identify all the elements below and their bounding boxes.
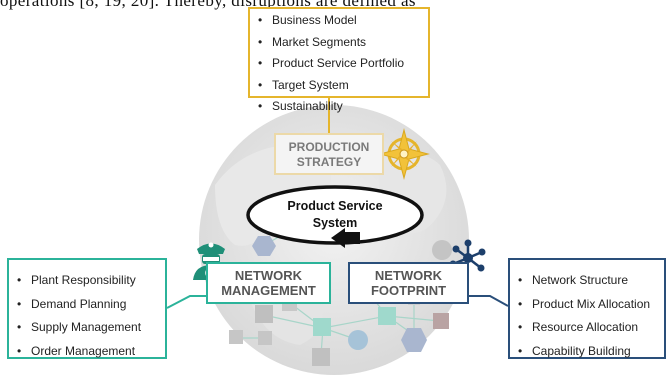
list-item: Supply Management	[15, 316, 165, 340]
management-connector	[166, 295, 206, 309]
background-body-text: operations [8, 19, 20]. Thereby, disrupt…	[0, 0, 416, 10]
production-strategy-list-box: Business Model Market Segments Product S…	[248, 7, 430, 113]
network-management-list-box: Plant Responsibility Demand Planning Sup…	[7, 258, 167, 359]
list-item: Sustainability	[256, 96, 428, 118]
list-item: Capability Building	[516, 340, 664, 364]
production-strategy-label: PRODUCTION STRATEGY	[274, 133, 384, 175]
product-service-system-label: Product Service System	[287, 199, 383, 230]
list-item: Product Service Portfolio	[256, 53, 428, 75]
network-management-label: NETWORK MANAGEMENT	[206, 262, 331, 304]
product-service-system-ellipse	[246, 185, 424, 248]
list-item: Network Structure	[516, 269, 664, 293]
list-item: Product Mix Allocation	[516, 293, 664, 317]
list-item: Resource Allocation	[516, 316, 664, 340]
list-item: Order Management	[15, 340, 165, 364]
list-item: Demand Planning	[15, 293, 165, 317]
footprint-connector	[469, 295, 509, 307]
compass-icon	[378, 128, 430, 180]
list-item: Target System	[256, 75, 428, 97]
list-item: Market Segments	[256, 32, 428, 54]
network-footprint-label: NETWORK FOOTPRINT	[348, 262, 469, 304]
list-item: Business Model	[256, 10, 428, 32]
network-footprint-list-box: Network Structure Product Mix Allocation…	[508, 258, 666, 359]
network-nodes	[229, 219, 452, 366]
list-item: Plant Responsibility	[15, 269, 165, 293]
